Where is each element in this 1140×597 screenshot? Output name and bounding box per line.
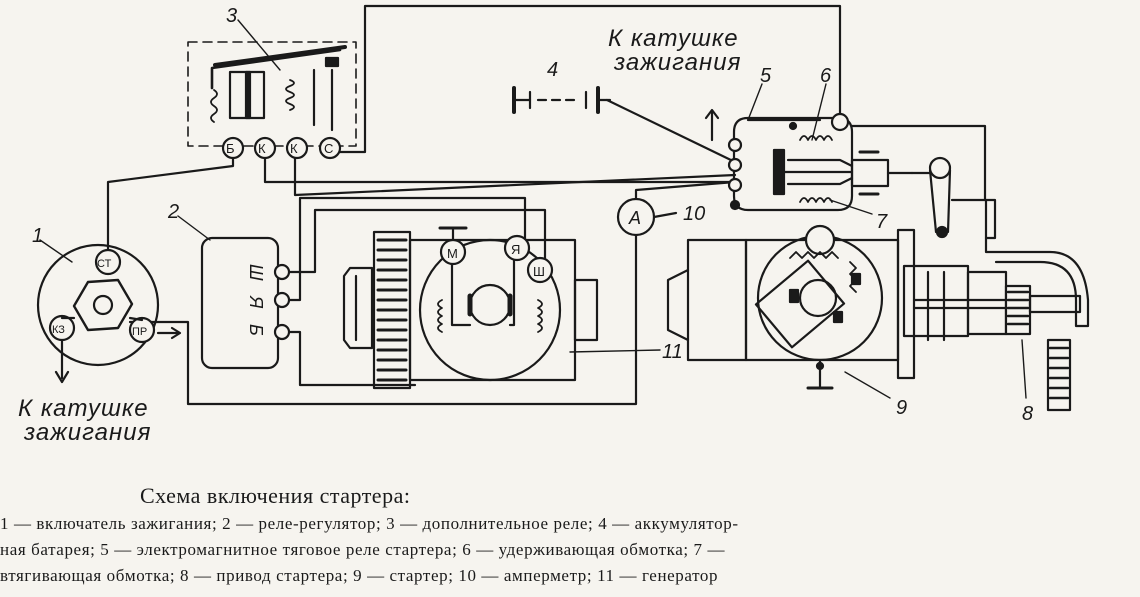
part-label-11: 11 [662, 341, 683, 363]
part-label-10: 10 [683, 203, 705, 225]
relay3-terminal-c: С [324, 141, 333, 156]
part-label-8: 8 [1022, 403, 1033, 425]
regulator-terminal-sh: Ш [246, 264, 266, 281]
caption-title: Схема включения стартера: [140, 483, 411, 508]
generator-terminal-ya: Я [511, 242, 520, 257]
relay3-terminal-b: Б [226, 141, 235, 156]
regulator-terminal-ya: Я [246, 295, 266, 309]
traction-relay-5 [727, 112, 914, 212]
ammeter-symbol: А [628, 208, 641, 228]
ignition-switch-1 [36, 243, 160, 367]
leader-lines [39, 19, 1027, 399]
switch-terminal-st: СТ [97, 258, 112, 270]
relay-regulator-2 [200, 236, 291, 370]
part-label-4: 4 [547, 59, 558, 81]
switch-terminal-pr: ПР [132, 326, 147, 338]
relay3-terminal-k1: К [258, 141, 266, 156]
additional-relay-3 [187, 41, 357, 160]
generator-11 [342, 226, 599, 390]
generator-terminal-sh: Ш [533, 264, 545, 279]
wiring [54, 4, 987, 406]
part-label-7: 7 [876, 211, 888, 233]
figure-caption: Схема включения стартера: 1 — включатель… [0, 482, 1140, 588]
starter-9 [666, 156, 1090, 412]
part-label-5: 5 [760, 65, 772, 87]
part-label-6: 6 [820, 65, 832, 87]
generator-terminal-m: М [447, 246, 458, 261]
caption-line-3: втягивающая обмотка; 8 — привод стартера… [0, 566, 719, 585]
part-label-2: 2 [167, 201, 179, 223]
part-label-1: 1 [32, 225, 43, 247]
ammeter-10 [616, 197, 678, 237]
battery-4 [512, 86, 612, 114]
caption-line-2: ная батарея; 5 — электромагнитное тягово… [0, 540, 726, 559]
regulator-terminal-b: Б [246, 324, 266, 336]
part-label-9: 9 [896, 397, 907, 419]
switch-terminal-kz: КЗ [52, 324, 65, 336]
relay3-terminal-k2: К [290, 141, 298, 156]
starter-circuit-diagram: Б К К С А [18, 4, 1090, 446]
caption-line-1: 1 — включатель зажигания; 2 — реле-регул… [0, 514, 739, 533]
part-label-3: 3 [226, 5, 237, 27]
